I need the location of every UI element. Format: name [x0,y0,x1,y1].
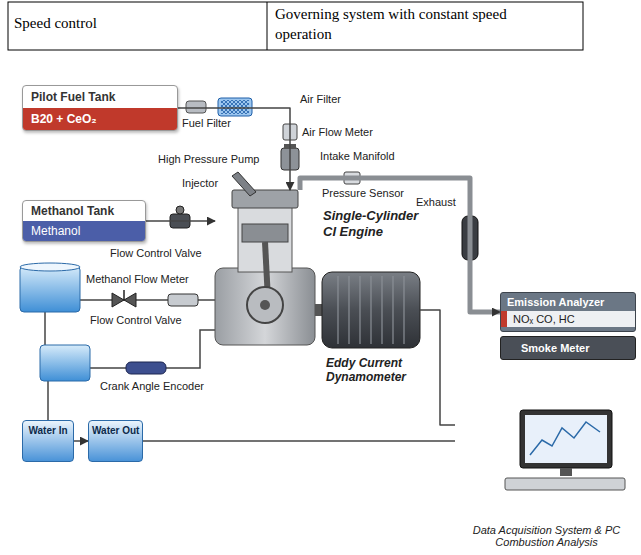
part-label: Methanol Flow Meter [86,273,189,286]
node-subtext: Combustion Analysis [495,536,597,548]
part-label: Air Filter [300,93,341,106]
fuel-filter-icon [186,101,206,113]
dynamometer: Eddy Current Dynamometer [322,272,420,348]
node-title: Single-Cylinder CI Engine [323,208,427,239]
monitor-screen [525,415,607,463]
engine-head [232,190,298,208]
flow-line [146,220,215,222]
water-tank [20,266,80,312]
part-label: High Pressure Pump [158,153,260,166]
data-acquisition-pc: Data Acquisition System & PCCombustion A… [455,405,638,552]
flow-line [143,440,455,442]
node-title: Eddy Current Dynamometer [326,356,430,385]
part-label: Air Flow Meter [302,126,373,139]
emission-analyzer: Emission AnalyzerNOₓ CO, HC [500,292,636,332]
drawing-part [359,276,360,344]
engine-piston [242,224,288,242]
node-subtext: NOₓ CO, HC [501,311,635,327]
node-subtext: B20 + CeO₂ [23,108,177,130]
drawing-part [337,276,338,344]
crank-angle-encoder-icon [126,362,166,374]
water-tank: Water In [22,420,74,462]
node-title: Methanol Tank [23,201,145,221]
table-cell: Governing system with constant speed ope… [275,5,560,44]
injector-icon [232,172,256,196]
part-label: Flow Control Valve [90,314,182,327]
part-label: Fuel Filter [182,117,231,130]
smoke-meter: Smoke Meter [500,336,636,360]
water-line [44,312,46,345]
drawing-part [403,276,404,344]
water-tank-top [20,263,80,271]
flow-line [74,440,88,442]
flow-line [178,108,290,190]
drawing-part [338,276,404,344]
fuel-tank: Pilot Fuel TankB20 + CeO₂ [22,85,178,131]
node-title: Emission Analyzer [501,293,635,311]
flow-line [420,310,455,425]
dynamometer-body [322,272,420,348]
water-tank [40,345,90,381]
engine: Single-Cylinder CI Engine [215,190,315,345]
node-title: Water In [23,421,73,440]
node-title: Data Acquisition System & PC [473,524,621,536]
node-subtext: Methanol [23,221,145,241]
part-label: Injector [182,177,218,190]
methanol-tank: Methanol TankMethanol [22,200,146,242]
table-divider [267,2,268,50]
part-label: Pressure Sensor [322,187,404,200]
drawing-part [392,276,393,344]
valve-knob [176,206,184,214]
part-label: Intake Manifold [320,150,395,163]
monitor [520,410,612,468]
part-label: Exhaust [416,196,456,209]
air-filter-icon [218,98,252,116]
air-filter-mesh [221,100,249,114]
drawing-part [381,276,382,344]
crank [247,287,283,323]
node-title: Pilot Fuel Tank [23,86,177,108]
table-border [8,2,583,50]
node-title: Water Out [89,421,142,440]
monitor-stand [560,468,572,476]
table-cell: Speed control [14,14,264,34]
part-label: Flow Control Valve [110,247,202,260]
crank-pin [260,300,270,310]
keyboard [505,478,625,490]
methanol-flow-meter-icon [168,294,198,306]
water-tank: Water Out [88,420,143,462]
valve-stem [123,290,125,300]
part-label: Crank Angle Encoder [100,380,204,393]
water-line [47,381,49,420]
drawing-part [370,276,371,344]
node-title: Smoke Meter [501,337,635,359]
screen-graph [530,422,600,455]
drawing-part [348,276,349,344]
exhaust-pipe [300,178,500,312]
